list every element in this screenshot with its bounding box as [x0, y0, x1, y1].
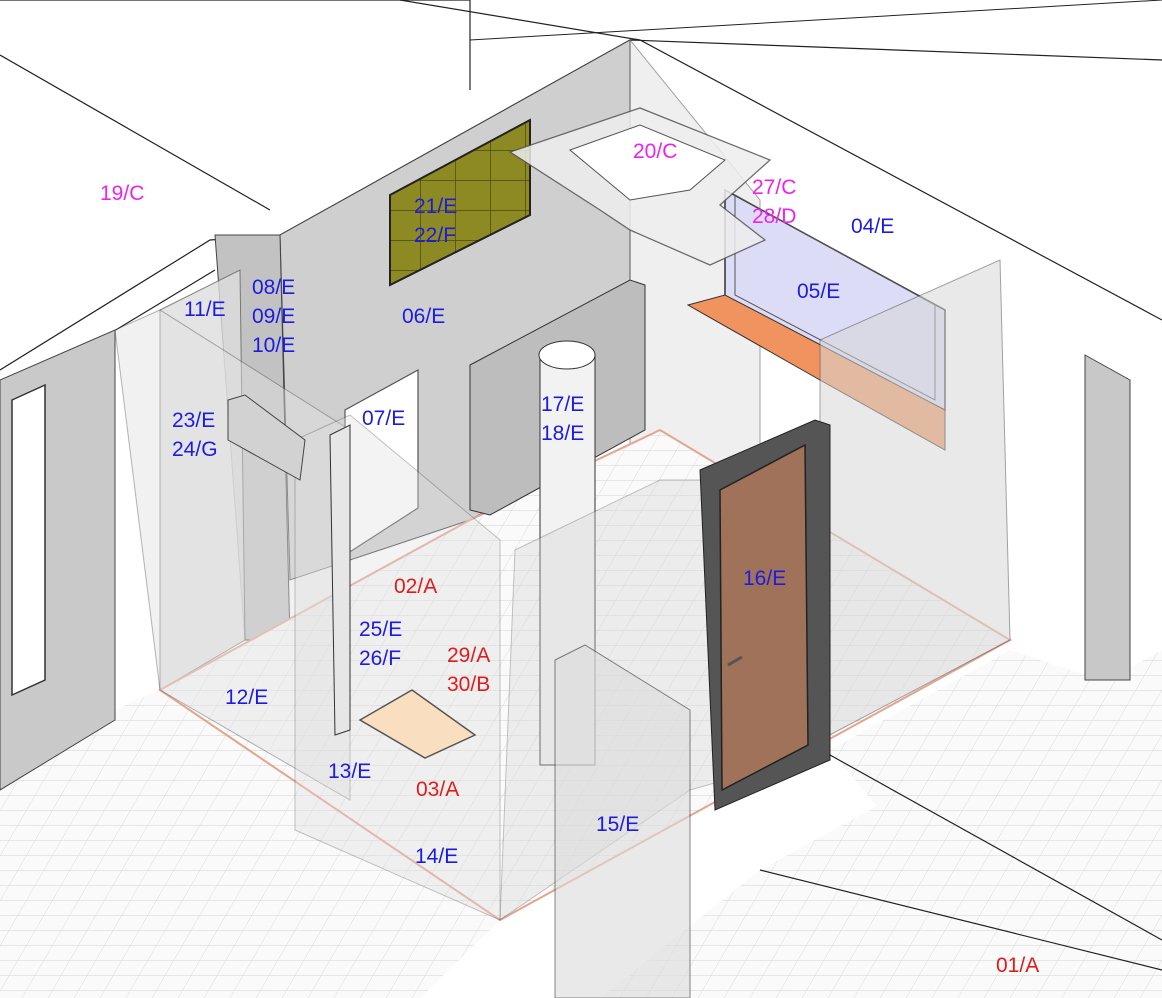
olive-acoustic-panel [389, 118, 531, 287]
label-03: 03/A [416, 778, 460, 801]
label-16: 16/E [743, 567, 787, 590]
roof-line-1 [0, 54, 271, 211]
label-13: 13/E [328, 760, 372, 783]
label-01: 01/A [996, 954, 1040, 977]
label-02: 02/A [394, 575, 438, 598]
wall-shelf [227, 394, 306, 481]
label-21: 21/E [414, 195, 458, 218]
label-18: 18/E [541, 422, 585, 445]
label-06: 06/E [402, 305, 446, 328]
left-pillar [159, 269, 246, 691]
floor-hatch [358, 689, 477, 759]
left-window-opening [11, 383, 46, 697]
label-09: 09/E [252, 305, 296, 328]
label-20: 20/C [633, 140, 678, 163]
thin-post [329, 424, 351, 736]
label-23: 23/E [172, 409, 216, 432]
front-pillar [554, 644, 691, 998]
floor-edge-line-2 [829, 754, 1162, 941]
label-27: 27/C [752, 176, 797, 199]
label-24: 24/G [172, 438, 218, 461]
label-10: 10/E [252, 334, 296, 357]
door-handle [727, 655, 743, 667]
outer-floor-far-right [830, 650, 1162, 870]
label-14: 14/E [415, 845, 459, 868]
label-07: 07/E [362, 407, 406, 430]
label-04: 04/E [851, 215, 895, 238]
ceiling-frame-opening [569, 124, 726, 201]
label-12: 12/E [225, 686, 269, 709]
label-29: 29/A [447, 644, 491, 667]
label-25: 25/E [359, 618, 403, 641]
label-17: 17/E [541, 393, 585, 416]
label-22: 22/F [414, 224, 457, 247]
roof-line-4 [469, 0, 1162, 41]
label-19: 19/C [100, 182, 145, 205]
door-leaf [719, 443, 809, 792]
far-right-wall [1084, 354, 1131, 681]
label-28: 28/D [752, 205, 797, 228]
label-30: 30/B [447, 673, 491, 696]
label-15: 15/E [596, 813, 640, 836]
label-26: 26/F [359, 647, 402, 670]
floor-edge-line [759, 869, 1162, 971]
round-column-top [538, 340, 596, 370]
outer-floor-left [0, 690, 500, 998]
label-05: 05/E [797, 280, 841, 303]
label-08: 08/E [252, 276, 296, 299]
label-11: 11/E [184, 298, 226, 321]
roof-line-2 [0, 0, 471, 90]
